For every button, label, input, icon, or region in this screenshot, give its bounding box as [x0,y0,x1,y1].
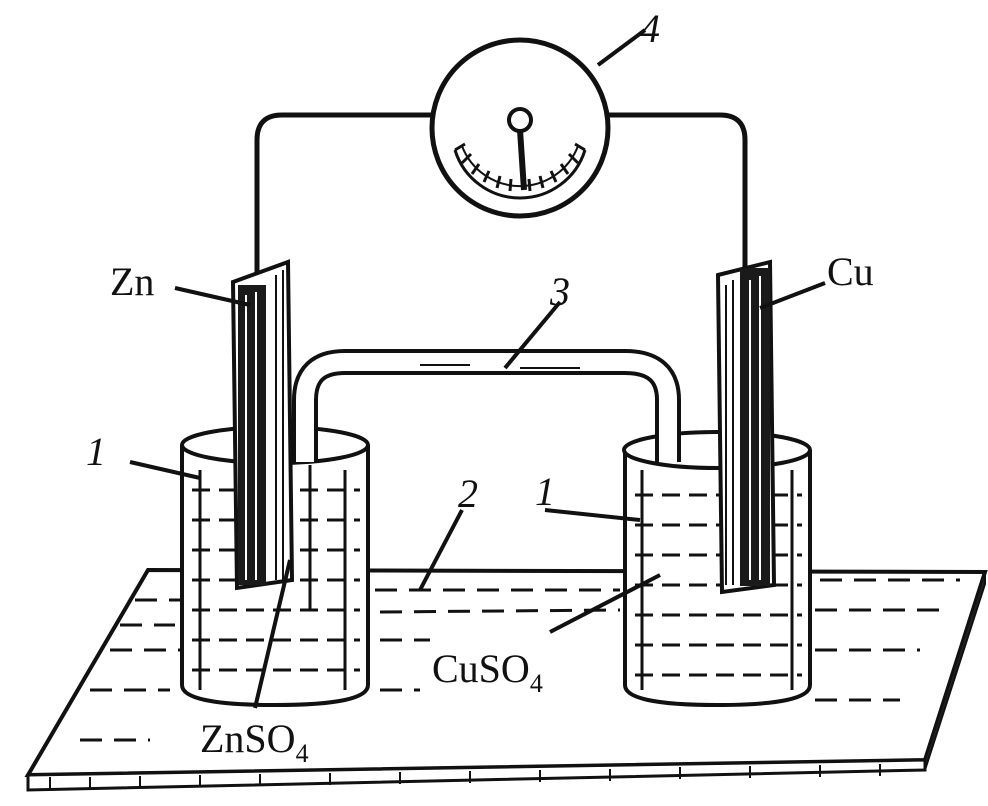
label-cuso4: CuSO4 [432,646,543,698]
label-cuso4-main: CuSO [432,646,530,691]
label-galvanometer-number: 4 [640,6,660,51]
label-znso4-subscript: 4 [296,739,309,768]
label-beaker-left-number: 1 [86,429,106,474]
label-beaker-right-number: 1 [535,469,555,514]
salt-bridge [292,349,681,462]
right-beaker [622,430,812,708]
zinc-electrode [230,259,295,591]
label-zn: Zn [110,259,154,304]
copper-electrode [715,259,777,595]
label-cu: Cu [827,249,874,294]
label-znso4: ZnSO4 [200,716,309,768]
connecting-wires [254,112,748,272]
leader-lines [129,28,826,709]
label-table-number: 2 [458,471,478,516]
label-cuso4-subscript: 4 [530,669,543,698]
label-salt-bridge-number: 3 [549,269,570,314]
label-znso4-main: ZnSO [200,716,296,761]
galvanometer [429,37,611,219]
